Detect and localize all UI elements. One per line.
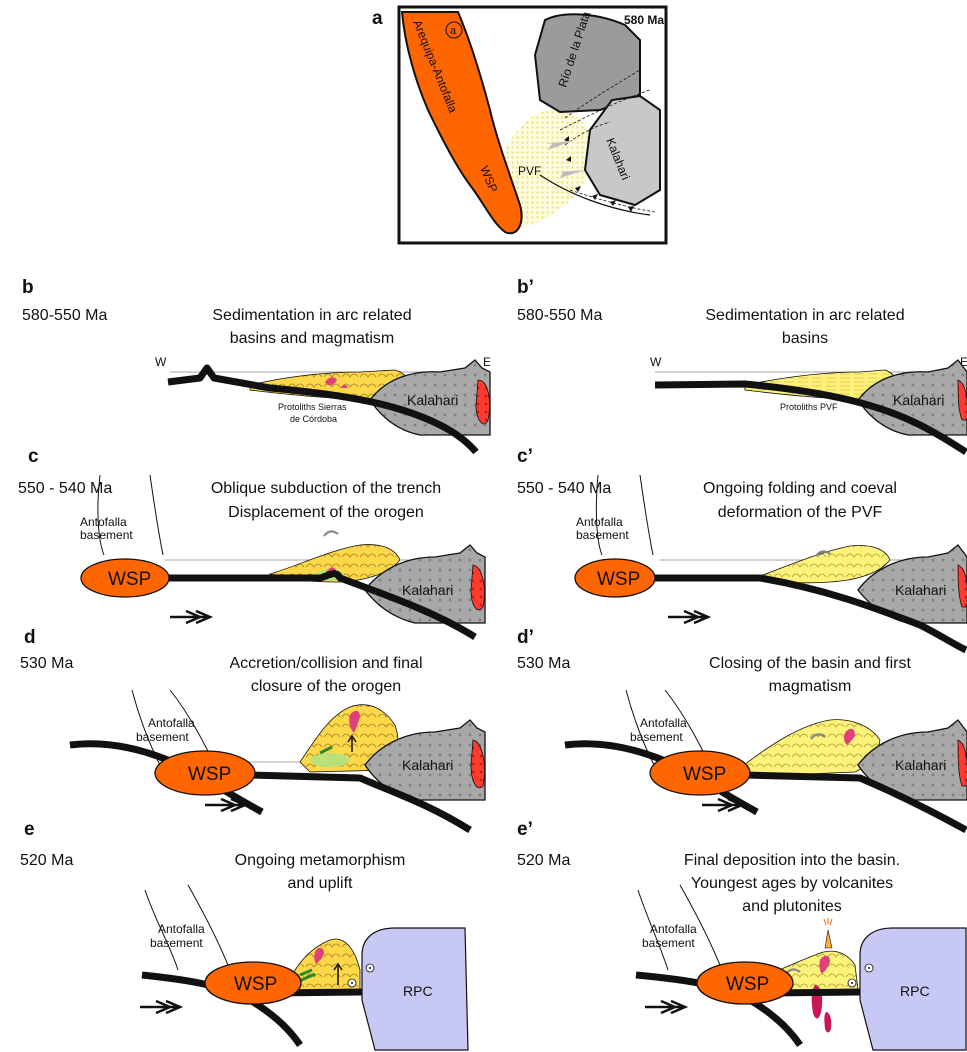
wsp-label: WSP [597,569,640,590]
unit-label: Kalahari [402,757,453,773]
panel-caption-2: deformation of the PVF [718,504,883,521]
panel-caption-1: Closing of the basin and first [709,655,911,672]
panel-age: 580-550 Ma [517,307,602,324]
panel-letter: c [28,446,39,467]
basement-label-2: basement [136,730,189,744]
note-line-1: Protoliths Sierras [278,402,347,412]
panel-e: e 520 Ma Ongoing metamorphism and uplift… [20,819,468,1050]
panel-letter: d [24,627,36,648]
panel-e-prime: e’ 520 Ma Final deposition into the basi… [517,819,966,1050]
note-line-1: Protoliths PVF [780,402,838,412]
panel-b-prime: b’ 580-550 Ma Sedimentation in arc relat… [517,277,967,452]
panel-letter: e’ [517,819,533,840]
circle-marker-label: a [450,25,457,37]
panel-caption-2: and uplift [288,875,353,892]
panel-letter-a: a [372,8,383,29]
panel-age: 520 Ma [517,852,570,869]
metamorphic-zone [310,753,350,767]
panel-age: 520 Ma [20,852,73,869]
panel-caption-2: basins and magmatism [230,330,395,347]
basement-label-1: Antofalla [650,922,697,936]
motion-arrow [324,531,338,536]
label-pvf: PVF [518,164,541,178]
panel-caption-2: basins [782,330,828,347]
note-line-2: de Córdoba [290,414,337,424]
panel-letter: d’ [517,627,534,648]
basement-label-1: Antofalla [576,515,623,529]
panel-caption-1: Final deposition into the basin. [684,852,900,869]
wsp-label: WSP [234,974,277,995]
strike-slip-dot-2 [868,967,870,969]
panel-caption-1: Sedimentation in arc related [212,307,411,324]
map-panel-a: a 580 Ma a Arequipa-Antofalla WSP [372,7,666,243]
eruption-icon [824,918,832,925]
basement-label-1: Antofalla [80,515,127,529]
pluton-body-2 [824,1012,831,1033]
basement-label-1: Antofalla [158,922,205,936]
unit-label: Kalahari [402,582,453,598]
double-arrow-icon [140,1001,180,1013]
double-arrow-icon [668,611,708,623]
panel-letter: e [24,819,35,840]
basement-label-2: basement [150,936,203,950]
panel-letter: b [22,277,34,298]
panel-caption-2: closure of the orogen [251,678,401,695]
panel-caption-1: Accretion/collision and final [230,655,423,672]
panel-c: c 550 - 540 Ma Oblique subduction of the… [18,446,485,637]
basement-label-1: Antofalla [640,716,687,730]
panel-letter: c’ [517,446,533,467]
volcano-icon [825,930,832,948]
panel-caption-1: Sedimentation in arc related [705,307,904,324]
panel-caption-2: Youngest ages by volcanites [691,875,893,892]
panel-age: 530 Ma [20,655,73,672]
east-label: E [483,355,491,369]
unit-label: Kalahari [895,582,946,598]
panel-b: b 580-550 Ma Sedimentation in arc relate… [22,277,491,452]
strike-slip-dot-2 [369,967,371,969]
strike-slip-dot [851,982,853,984]
unit-label: Kalahari [407,392,458,408]
panel-d-prime: d’ 530 Ma Closing of the basin and first… [517,627,967,830]
panel-caption-1: Ongoing metamorphism [235,852,406,869]
west-label: W [155,355,167,369]
wsp-label: WSP [188,764,231,785]
basement-label-2: basement [642,936,695,950]
basement-label-2: basement [80,528,133,542]
unit-label: RPC [900,983,930,999]
panel-caption-2: Displacement of the orogen [228,504,424,521]
panel-age: 580-550 Ma [22,307,107,324]
wsp-label: WSP [726,974,769,995]
strike-slip-dot [351,982,353,984]
double-arrow-icon [645,1001,685,1013]
unit-label: Kalahari [893,392,944,408]
double-arrow-icon [170,611,210,623]
basement-label-2: basement [576,528,629,542]
west-label: W [650,355,662,369]
panel-d: d 530 Ma Accretion/collision and final c… [20,627,485,830]
unit-label: Kalahari [895,757,946,773]
wsp-label: WSP [108,569,151,590]
basement-label-1: Antofalla [148,716,195,730]
panel-caption-1: Ongoing folding and coeval [703,480,897,497]
panel-c-prime: c’ 550 - 540 Ma Ongoing folding and coev… [517,446,967,650]
panel-caption-3: and plutonites [742,898,842,915]
map-age: 580 Ma [624,13,664,27]
panel-caption-2: magmatism [769,678,852,695]
panel-letter: b’ [517,277,534,298]
panel-age: 530 Ma [517,655,570,672]
wsp-label: WSP [683,764,726,785]
basement-label-2: basement [630,730,683,744]
unit-label: RPC [403,983,433,999]
panel-caption-1: Oblique subduction of the trench [211,480,441,497]
